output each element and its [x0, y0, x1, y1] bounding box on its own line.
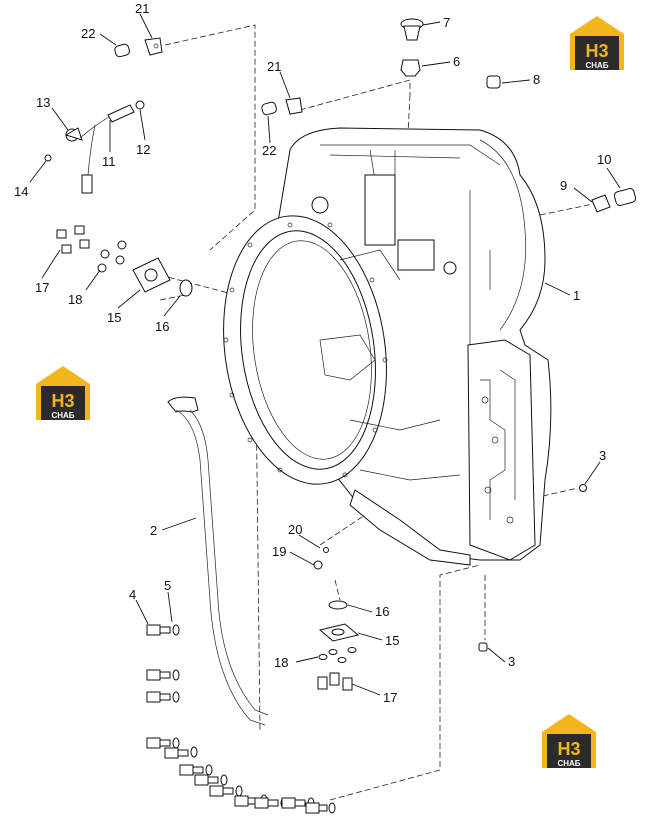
logo-top-right: H3 СНАБ	[570, 16, 624, 70]
plug-8	[486, 75, 501, 89]
plug-3-right	[579, 484, 587, 492]
callout-3-bottom: 3	[508, 654, 515, 669]
sensor-harness	[44, 100, 145, 194]
logo-mark: H3	[557, 739, 580, 759]
logo-subtitle: СНАБ	[557, 759, 580, 768]
housing	[223, 127, 552, 566]
logo-mark: H3	[585, 41, 608, 61]
callout-22-top: 22	[81, 26, 95, 41]
callout-18-left: 18	[68, 292, 82, 307]
callout-9: 9	[560, 178, 567, 193]
callout-3-right: 3	[599, 448, 606, 463]
callout-19: 19	[272, 544, 286, 559]
callout-21-mid: 21	[267, 59, 281, 74]
callout-12: 12	[136, 142, 150, 157]
flange-15-bottom	[318, 623, 360, 642]
callout-17-bottom: 17	[383, 690, 397, 705]
bracket-21-mid	[285, 97, 303, 115]
pin-22-mid	[261, 101, 277, 116]
fastener-19	[313, 560, 323, 570]
callout-16-left: 16	[155, 319, 169, 334]
bolts-17-bottom	[317, 672, 353, 691]
callout-7: 7	[443, 15, 450, 30]
callout-15-left: 15	[107, 310, 121, 325]
bolts-17-left	[56, 225, 127, 273]
washers-18-bottom	[318, 647, 357, 663]
oring-16-left	[179, 279, 193, 297]
oring-16-bottom	[328, 600, 348, 610]
callout-16-bottom: 16	[375, 604, 389, 619]
cap-10	[613, 188, 637, 206]
leader-lines	[29, 13, 621, 696]
callout-15-bottom: 15	[385, 633, 399, 648]
pin-22-top	[114, 43, 130, 58]
callouts: 21 22 7 6 8 13 11 12 14 10 9 17 18 15 16…	[14, 1, 611, 705]
logo-bottom-right: H3 СНАБ	[542, 714, 596, 768]
pipe-2	[167, 396, 269, 726]
callout-10: 10	[597, 152, 611, 167]
callout-4: 4	[129, 587, 136, 602]
flange-15-left	[132, 257, 171, 293]
logo-left: H3 СНАБ	[36, 366, 90, 420]
callout-22-mid: 22	[262, 143, 276, 158]
fastener-20	[323, 547, 329, 553]
bracket-21-top	[144, 37, 163, 56]
callout-11: 11	[102, 154, 116, 169]
callout-20: 20	[288, 522, 302, 537]
callout-6: 6	[453, 54, 460, 69]
callout-2: 2	[150, 523, 157, 538]
callout-17-left: 17	[35, 280, 49, 295]
breather-7	[400, 18, 424, 41]
adapter-6	[400, 59, 421, 77]
callout-21-top: 21	[135, 1, 149, 16]
logo-subtitle: СНАБ	[585, 61, 608, 70]
callout-8: 8	[533, 72, 540, 87]
callout-13: 13	[36, 95, 50, 110]
callout-18-bottom: 18	[274, 655, 288, 670]
bolt-set-4-5	[146, 624, 336, 814]
fitting-9	[591, 194, 611, 213]
callout-14: 14	[14, 184, 28, 199]
logo-subtitle: СНАБ	[51, 411, 74, 420]
callout-5: 5	[164, 578, 171, 593]
logo-mark: H3	[51, 391, 74, 411]
plug-3-bottom	[478, 642, 488, 652]
callout-1: 1	[573, 288, 580, 303]
